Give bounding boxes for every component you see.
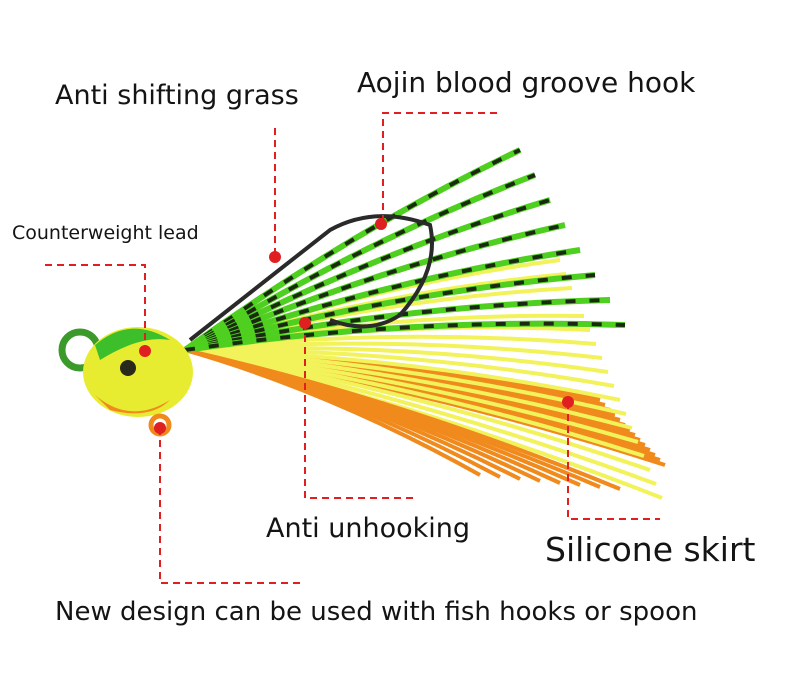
skirt-strand bbox=[183, 148, 521, 352]
jig-head bbox=[58, 327, 193, 437]
dot-silicone-skirt bbox=[562, 396, 574, 408]
leader-counterweight-lead bbox=[45, 264, 146, 350]
skirt-strand bbox=[184, 321, 626, 352]
label-anti-shifting-grass: Anti shifting grass bbox=[55, 80, 299, 111]
dot-anti-shifting-grass bbox=[269, 251, 281, 263]
dot-anti-unhooking bbox=[299, 317, 311, 329]
label-counterweight-lead: Counterweight lead bbox=[12, 222, 199, 244]
dot-new-design bbox=[154, 422, 166, 434]
skirt-strand bbox=[183, 173, 536, 352]
hook bbox=[188, 214, 434, 342]
leader-blood-groove-hook bbox=[382, 112, 497, 222]
label-silicone-skirt: Silicone skirt bbox=[545, 530, 756, 569]
dot-counterweight-lead bbox=[139, 345, 151, 357]
skirt-strand bbox=[184, 198, 551, 352]
label-blood-groove-hook: Aojin blood groove hook bbox=[357, 66, 696, 99]
leader-anti-unhooking bbox=[304, 323, 418, 499]
silicone-skirt-strands bbox=[183, 147, 666, 500]
head-eye bbox=[120, 360, 136, 376]
skirt-strand bbox=[184, 273, 596, 352]
skirt-strand bbox=[184, 248, 581, 352]
leader-silicone-skirt bbox=[567, 402, 660, 520]
leader-new-design bbox=[159, 428, 305, 584]
skirt-strand bbox=[184, 223, 566, 352]
label-new-design: New design can be used with fish hooks o… bbox=[55, 597, 698, 627]
label-anti-unhooking: Anti unhooking bbox=[266, 513, 471, 544]
dot-blood-groove-hook bbox=[375, 218, 387, 230]
skirt-strand bbox=[184, 348, 621, 491]
